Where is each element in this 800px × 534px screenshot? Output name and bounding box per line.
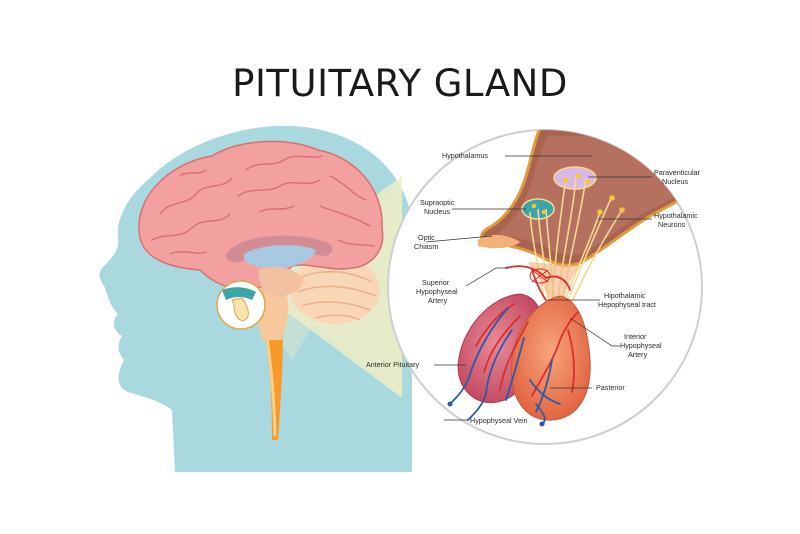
label-superior-artery-2: Hypophyseal xyxy=(416,287,458,296)
label-interior-artery-1: Interior xyxy=(624,332,647,341)
label-superior-artery-1: Superior xyxy=(422,278,450,287)
diagram-title: PITUITARY GLAND xyxy=(232,62,568,105)
hypothalamic-neurons xyxy=(531,173,625,215)
lateral-ventricle xyxy=(243,245,316,269)
label-hypothalamic-neurons-1: Hypothalamic xyxy=(654,211,698,220)
label-hypothalamic-neurons-2: Neurons xyxy=(658,220,686,229)
veins xyxy=(449,307,561,425)
label-hypothalamic-tract-2: Hepophyseal tract xyxy=(598,300,656,309)
label-optic-chiasm-2: Chiasm xyxy=(414,242,438,251)
zoom-beam-origin xyxy=(236,176,402,398)
label-hypothalamic-tract-1: Hipothalamic xyxy=(604,291,646,300)
posterior-pituitary-lobe xyxy=(510,295,591,421)
label-hypophyseal-vein: Hypophyseal Vein xyxy=(470,416,528,425)
leader-lines xyxy=(425,155,652,421)
cerebellum xyxy=(290,256,380,324)
label-interior-artery-2: Hypophyseal xyxy=(620,341,662,350)
arteries xyxy=(475,265,579,397)
cerebrum xyxy=(138,140,384,296)
label-anterior-pituitary: Anterior Pituitary xyxy=(366,360,420,369)
label-paraventicular-1: Paraventicular xyxy=(654,168,701,177)
label-supraoptic-2: Nucleus xyxy=(424,207,450,216)
label-superior-artery-3: Artery xyxy=(428,296,448,305)
label-optic-chiasm-1: Optic xyxy=(418,233,435,242)
labels: Hypothalamus Paraventicular Nucleus Supr… xyxy=(366,151,701,425)
label-posterior: Pasterior xyxy=(596,383,625,392)
label-hypothalamus: Hypothalamus xyxy=(442,151,488,160)
label-supraoptic-1: Supraoptic xyxy=(420,198,455,207)
label-paraventicular-2: Nucleus xyxy=(662,177,688,186)
gland-inset-circle xyxy=(216,280,266,330)
label-interior-artery-3: Artery xyxy=(628,350,648,359)
